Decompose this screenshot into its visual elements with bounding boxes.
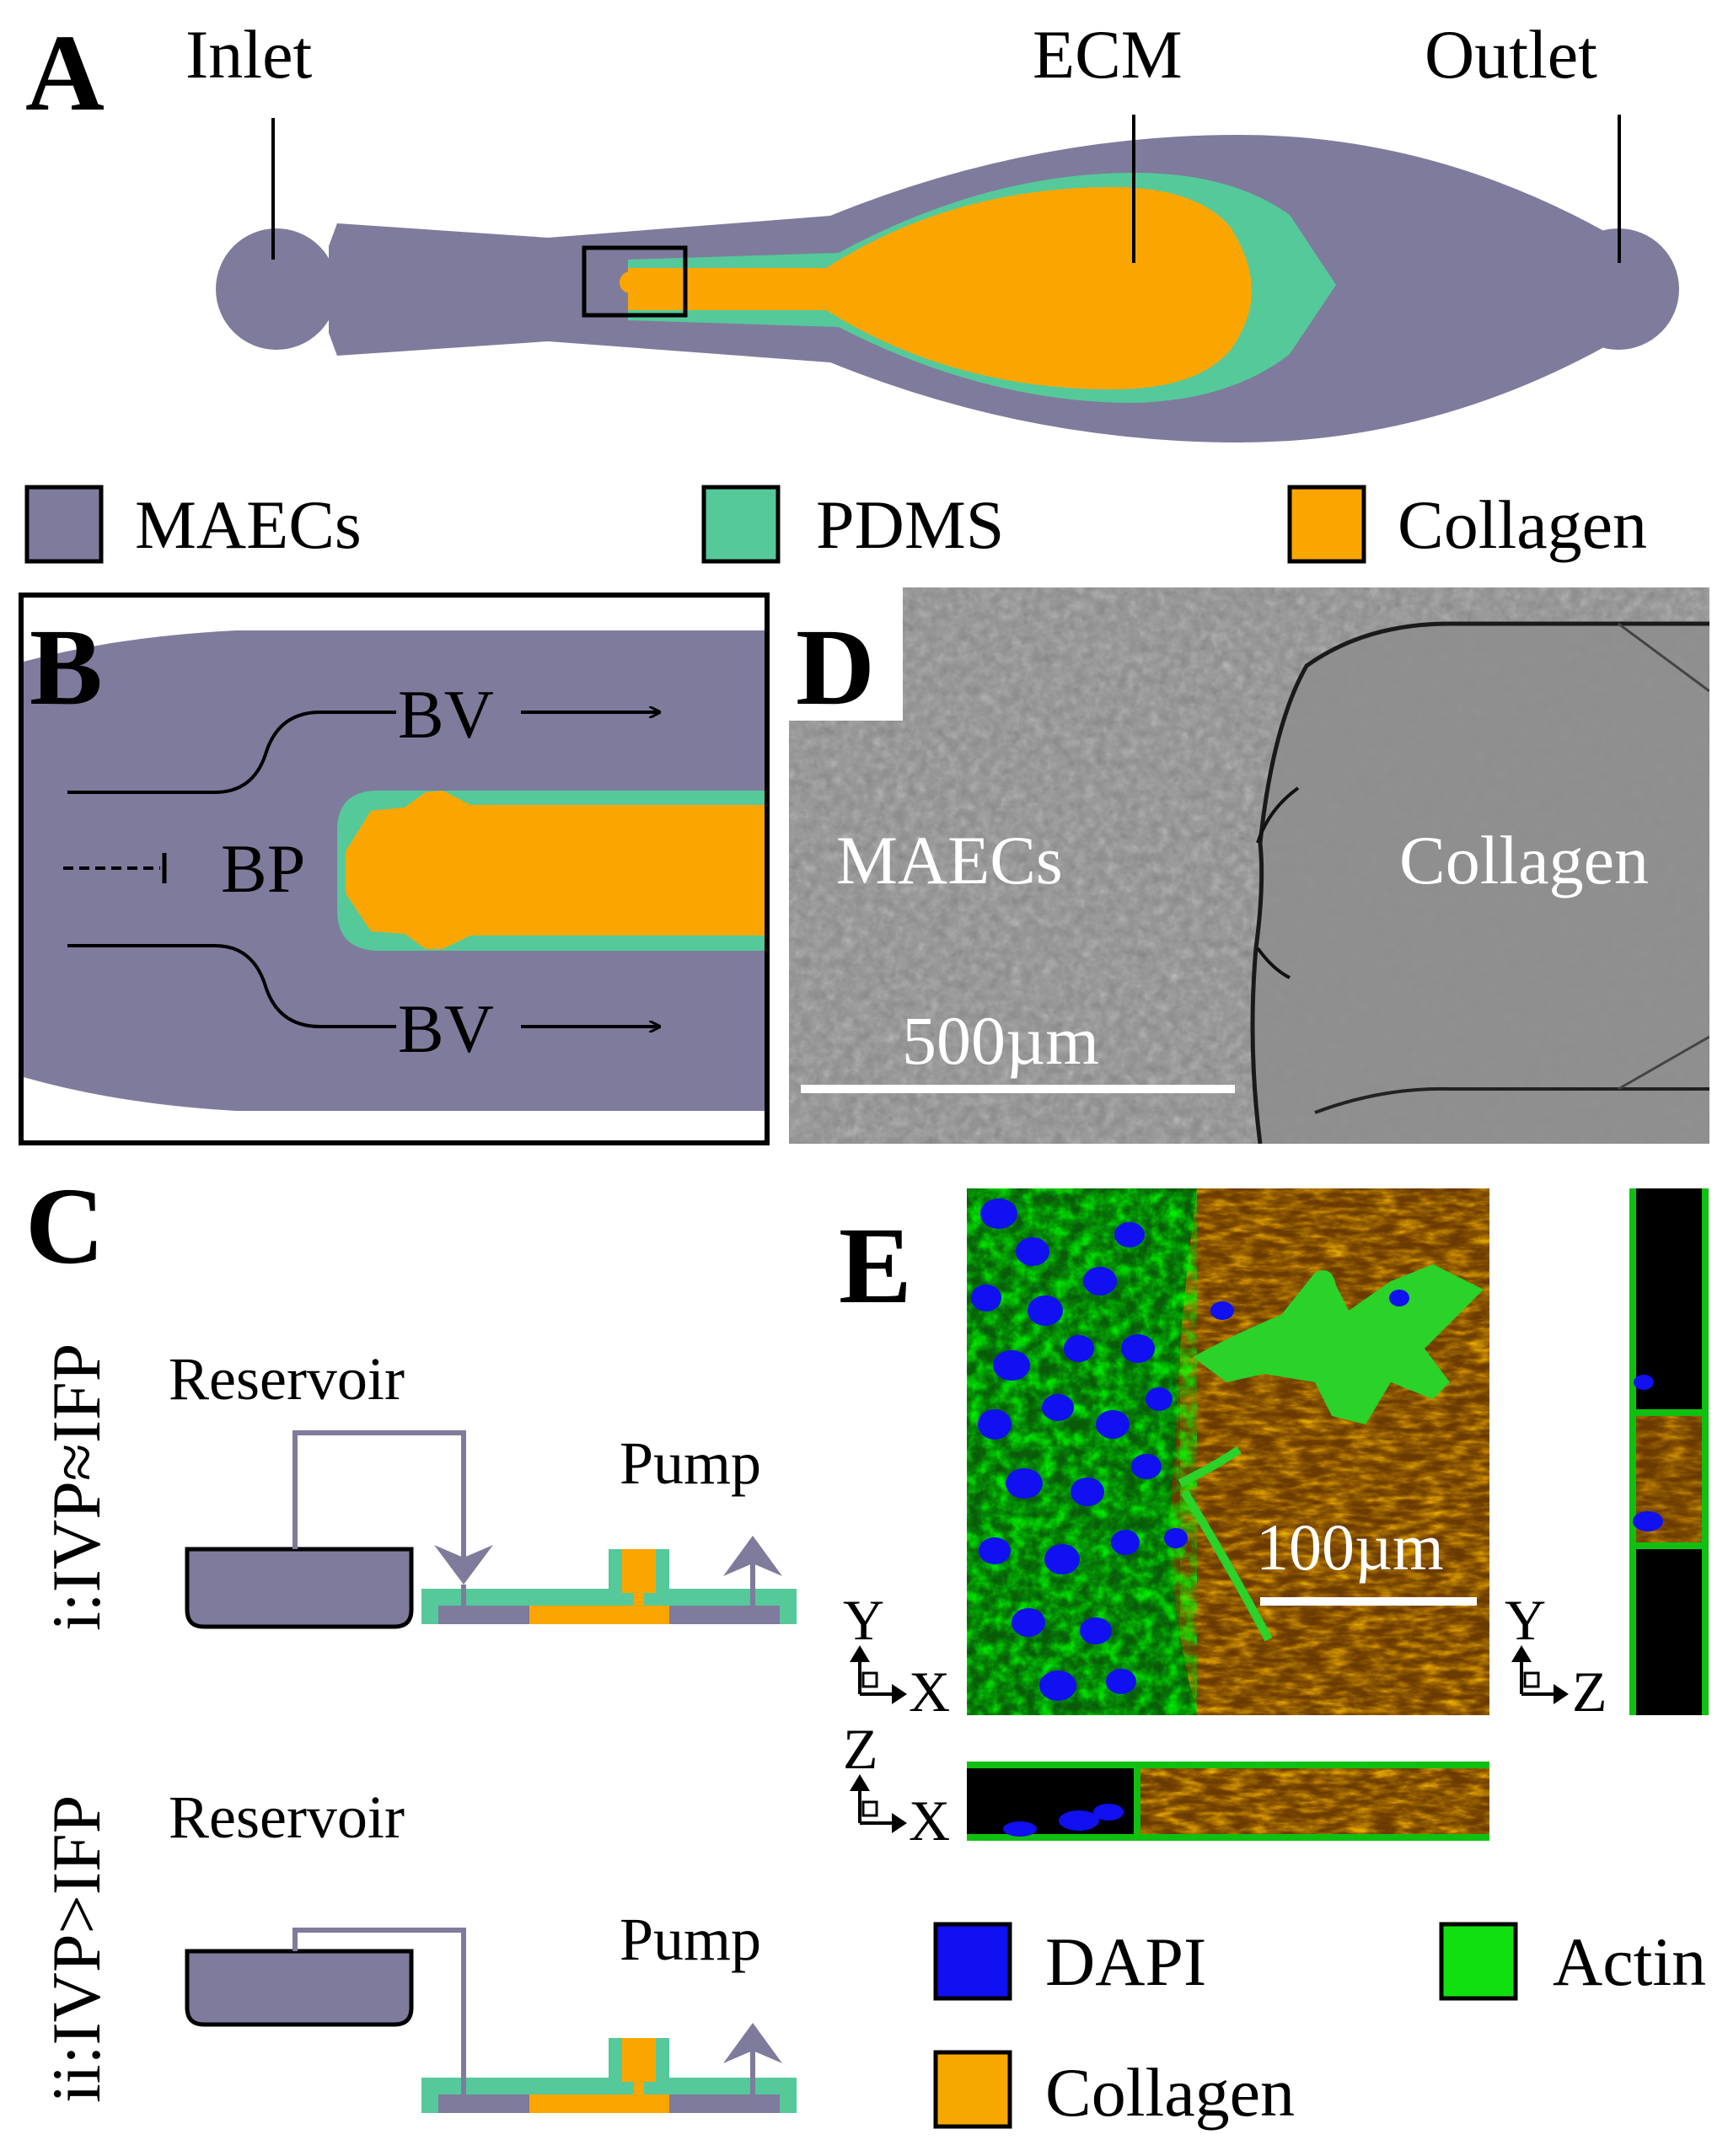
confocal-xy bbox=[967, 1188, 1489, 1715]
panel-a: A Inlet ECM Outlet bbox=[25, 13, 1679, 442]
case-i-chip-collagen-top bbox=[622, 1549, 656, 1593]
bv-bottom-label: BV bbox=[398, 990, 494, 1067]
case-i-pump-arrow bbox=[723, 1536, 782, 1576]
chip-inlet-tip bbox=[620, 271, 687, 293]
legend-label-collagen: Collagen bbox=[1398, 486, 1647, 563]
axes-xy: Y X bbox=[843, 1588, 950, 1724]
bv-top-vessel bbox=[67, 711, 396, 794]
legend-swatch-dapi bbox=[933, 1922, 1012, 2001]
micrograph-scalebar-label: 500µm bbox=[902, 1002, 1099, 1079]
panel-d-letter-bg bbox=[789, 587, 903, 721]
outlet-label: Outlet bbox=[1425, 16, 1597, 93]
case-ii-chip-collagen bbox=[529, 2094, 669, 2113]
legend-label-collagen-stain: Collagen bbox=[1045, 2054, 1295, 2131]
panel-d: D MAECs Collagen 500µm bbox=[789, 587, 1709, 1144]
sprouting-cell bbox=[1193, 1264, 1484, 1424]
micrograph-maecs-label: MAECs bbox=[836, 822, 1063, 898]
confocal-scalebar-label: 100µm bbox=[1256, 1510, 1444, 1584]
axes-yz: Y Z bbox=[1505, 1588, 1607, 1724]
legend-materials: MAECs PDMS Collagen bbox=[24, 485, 1647, 564]
case-i-chip-collagen bbox=[529, 1606, 669, 1624]
axes-xz-right: X bbox=[909, 1789, 950, 1853]
zoom-collagen bbox=[346, 791, 765, 949]
case-ii-pump-label: Pump bbox=[620, 1906, 761, 1973]
legend-label-pdms: PDMS bbox=[816, 486, 1004, 563]
axes-xy-up: Y bbox=[843, 1588, 884, 1652]
panel-c: C i:IVP≈IFP Reservoir Pump ii:IVP>IFP Re… bbox=[25, 1166, 797, 2113]
panel-d-letter: D bbox=[796, 607, 875, 728]
legend-swatch-maecs bbox=[24, 485, 104, 564]
case-ii-chip-collagen-stem bbox=[634, 2078, 644, 2096]
legend-swatch-pdms bbox=[701, 485, 781, 564]
chip-collagen-ecm bbox=[628, 187, 1252, 389]
case-i-condition: i:IVP≈IFP bbox=[38, 1343, 115, 1631]
axes-xz: Z X bbox=[843, 1717, 950, 1853]
collagen-region bbox=[1253, 624, 1709, 1144]
micrograph-collagen-label: Collagen bbox=[1399, 822, 1649, 898]
case-i-inflow-arrow bbox=[434, 1545, 493, 1585]
legend-swatch-collagen bbox=[1287, 485, 1366, 564]
bv-bottom-vessel bbox=[67, 944, 396, 1028]
axes-yz-up: Y bbox=[1505, 1588, 1546, 1652]
panel-e-letter: E bbox=[839, 1205, 912, 1327]
case-i: i:IVP≈IFP Reservoir Pump bbox=[38, 1343, 797, 1631]
axes-xz-up: Z bbox=[843, 1717, 878, 1781]
micrograph-image bbox=[789, 587, 1709, 1144]
case-ii-reservoir-label: Reservoir bbox=[169, 1783, 405, 1851]
axes-xy-right: X bbox=[909, 1660, 950, 1724]
inlet-port bbox=[216, 228, 337, 350]
ecm-label: ECM bbox=[1033, 16, 1183, 93]
case-ii-tube bbox=[292, 1928, 466, 2099]
outlet-port bbox=[1558, 228, 1679, 350]
legend-swatch-actin bbox=[1439, 1922, 1518, 2001]
legend-swatch-collagen-stain bbox=[933, 2050, 1012, 2129]
case-i-tube bbox=[292, 1430, 466, 1558]
case-ii-condition: ii:IVP>IFP bbox=[38, 1795, 115, 2103]
case-i-pump-label: Pump bbox=[620, 1429, 761, 1497]
case-ii-reservoir bbox=[185, 1949, 414, 2027]
case-ii-pump-arrow bbox=[723, 2023, 782, 2063]
axes-yz-right: Z bbox=[1572, 1660, 1607, 1724]
legend-stains: DAPI Actin Collagen bbox=[933, 1922, 1706, 2131]
confocal-yz bbox=[1629, 1188, 1709, 1715]
legend-label-actin: Actin bbox=[1553, 1923, 1706, 2000]
panel-b: BV BP BV B bbox=[19, 593, 770, 1145]
bp-label: BP bbox=[221, 830, 305, 907]
panel-e: E bbox=[839, 1188, 1709, 1853]
legend-label-dapi: DAPI bbox=[1045, 1923, 1206, 2000]
case-ii: ii:IVP>IFP Reservoir Pump bbox=[38, 1783, 797, 2113]
case-i-chip-collagen-stem bbox=[634, 1589, 644, 1607]
inlet-label: Inlet bbox=[185, 16, 312, 93]
zoom-box bbox=[582, 245, 688, 318]
case-i-reservoir bbox=[185, 1547, 414, 1629]
panel-c-letter: C bbox=[25, 1166, 105, 1287]
panel-a-letter: A bbox=[25, 13, 105, 134]
case-i-reservoir-label: Reservoir bbox=[169, 1345, 405, 1413]
bv-top-label: BV bbox=[398, 676, 494, 753]
case-ii-chip-collagen-top bbox=[622, 2038, 656, 2082]
nuclei bbox=[971, 1199, 1409, 1701]
chip-diagram bbox=[216, 115, 1679, 442]
legend-label-maecs: MAECs bbox=[135, 486, 362, 563]
confocal-xz bbox=[967, 1762, 1489, 1841]
panel-b-letter: B bbox=[30, 607, 103, 728]
